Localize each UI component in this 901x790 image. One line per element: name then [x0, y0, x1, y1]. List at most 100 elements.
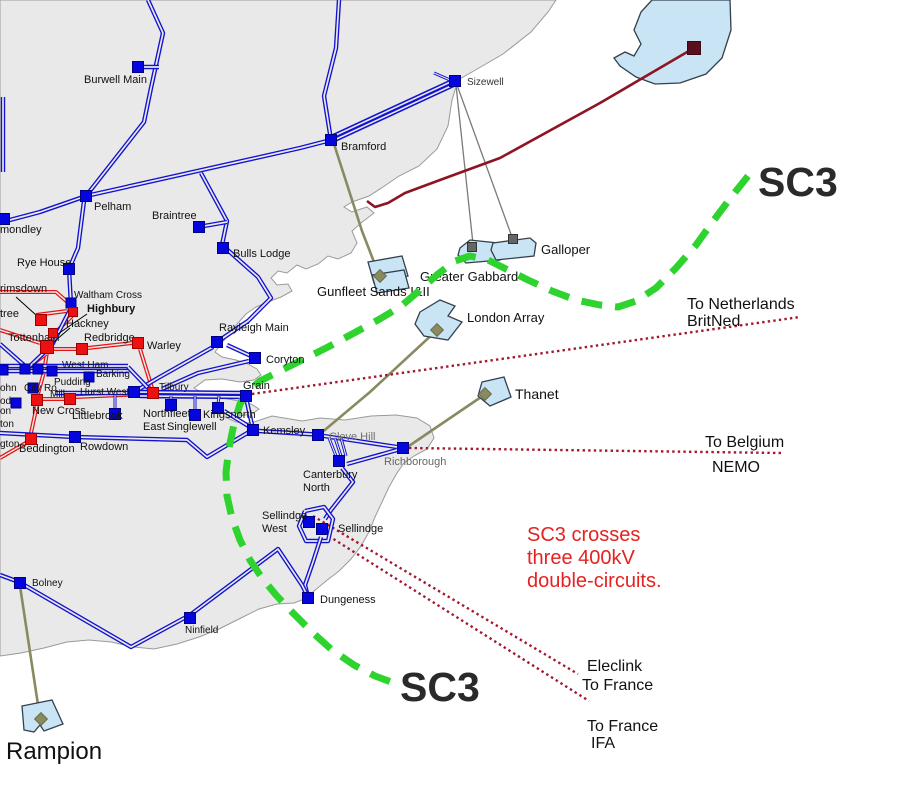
substation-400kv — [165, 399, 177, 411]
interconnector-IFA — [323, 531, 590, 703]
substation-label-fragment: Hackney — [66, 318, 109, 330]
substation-275kv — [147, 387, 159, 399]
line-400kv — [200, 172, 228, 246]
line-400kv — [203, 221, 228, 227]
line-400kv — [85, 139, 332, 197]
line-400kv — [0, 431, 250, 458]
line-400kv — [246, 401, 253, 426]
substation-label-fragment: ohn — [0, 383, 17, 394]
mainland-coastline — [0, 0, 557, 657]
sc3-label: SC3 — [758, 159, 838, 205]
galloper-label: Galloper — [541, 242, 591, 257]
annotation-text: double-circuits. — [527, 570, 662, 592]
offshore-island-link — [366, 46, 695, 209]
gunfleet-sands-label: Gunfleet Sands I&II — [317, 284, 430, 299]
substation-label: Redbridge — [84, 332, 135, 344]
substation-label-fragment: ton — [0, 419, 14, 430]
substation-400kv — [325, 134, 337, 146]
line-275kv — [0, 329, 41, 344]
thanet-connector — [477, 386, 493, 402]
line-400kv — [161, 360, 250, 390]
line-400kv — [189, 548, 307, 616]
interconnector-label-BritNed: To Netherlands — [687, 296, 795, 313]
substation-label: Coryton — [266, 354, 305, 366]
substation-label: Sellindge — [338, 523, 383, 535]
substation-275kv — [48, 328, 58, 338]
line-400kv — [298, 506, 334, 542]
bramford-gunfleet-cable — [332, 143, 381, 276]
line-400kv — [135, 346, 214, 392]
substation-275kv — [25, 433, 37, 445]
line-400kv-thin — [433, 72, 451, 81]
line-400kv — [0, 574, 189, 648]
line-400kv — [0, 343, 26, 367]
line-400kv — [346, 449, 398, 465]
line-400kv — [219, 244, 272, 341]
substation-label: Tottenham — [8, 332, 59, 344]
island-node — [687, 41, 701, 55]
substation-label: rimsdown — [0, 283, 47, 295]
substation-label: West — [262, 523, 287, 535]
substation-275kv — [40, 340, 54, 354]
substation-label: Hurst West — [80, 387, 129, 398]
line-275kv — [87, 342, 133, 349]
annotation-text: three 400kV — [527, 547, 636, 569]
substation-label: Sellindge — [262, 510, 307, 522]
substation-label: Singlewell — [167, 421, 217, 433]
substation-400kv — [240, 390, 252, 402]
substation-label: Barking — [96, 369, 130, 380]
substation-label: Waltham Cross — [74, 290, 142, 301]
substation-label-fragment: City Ro — [24, 383, 57, 394]
substation-400kv — [69, 431, 81, 443]
london-array-area — [414, 299, 464, 341]
substation-400kv — [46, 365, 58, 377]
interconnector-label-IFA: To France — [587, 718, 658, 735]
substation-label-fragment: gton — [0, 439, 19, 450]
line-400kv-thin — [334, 437, 342, 457]
substation-label: Pelham — [94, 201, 131, 213]
substation-label: Canterbury — [303, 469, 358, 481]
label-pointer — [15, 296, 37, 316]
substation-400kv — [397, 442, 409, 454]
sc3-label: SC3 — [400, 664, 480, 710]
interconnector-label-Eleclink: To France — [582, 677, 653, 694]
substation-label: East — [143, 421, 165, 433]
substation-label: Burwell Main — [84, 74, 147, 86]
galloper-connector — [508, 234, 518, 244]
substation-400kv — [10, 397, 22, 409]
substation-label: Rowdown — [80, 441, 128, 453]
substation-label-fragment: on — [0, 406, 11, 417]
substation-label-fragment: Highbury — [87, 303, 136, 315]
substation-400kv — [19, 363, 31, 375]
galloper-area — [490, 237, 537, 261]
substation-label: West Ham — [62, 360, 109, 371]
substation-400kv — [80, 190, 92, 202]
line-400kv-thin — [328, 437, 337, 457]
substation-400kv — [189, 409, 201, 421]
interconnector-BritNed — [251, 315, 801, 396]
substation-label: North — [303, 482, 330, 494]
rampion-label: Rampion — [6, 738, 102, 765]
substation-label-fragment: od — [0, 396, 11, 407]
line-400kv — [223, 410, 251, 428]
substation-label: Northfleet — [143, 408, 191, 420]
interconnector-label-NEMO: To Belgium — [705, 434, 784, 451]
greater-gabbard-connector — [467, 242, 477, 252]
substation-275kv — [68, 307, 78, 317]
substation-400kv — [302, 592, 314, 604]
rampion-connector — [33, 711, 49, 727]
thanet-label: Thanet — [515, 386, 559, 402]
substation-label: Warley — [147, 340, 181, 352]
substation-400kv — [0, 213, 10, 225]
substation-label-fragment: Pudding — [54, 377, 91, 388]
substation-label: Sizewell — [467, 77, 504, 88]
substation-400kv — [184, 612, 196, 624]
substation-label: Dungeness — [320, 594, 376, 606]
substation-label-fragment: Mill — [50, 389, 65, 400]
gunfleet-sands-connector — [372, 268, 388, 284]
london-array-label: London Array — [467, 310, 545, 325]
substation-label: Bolney — [32, 578, 63, 589]
substation-400kv — [132, 61, 144, 73]
